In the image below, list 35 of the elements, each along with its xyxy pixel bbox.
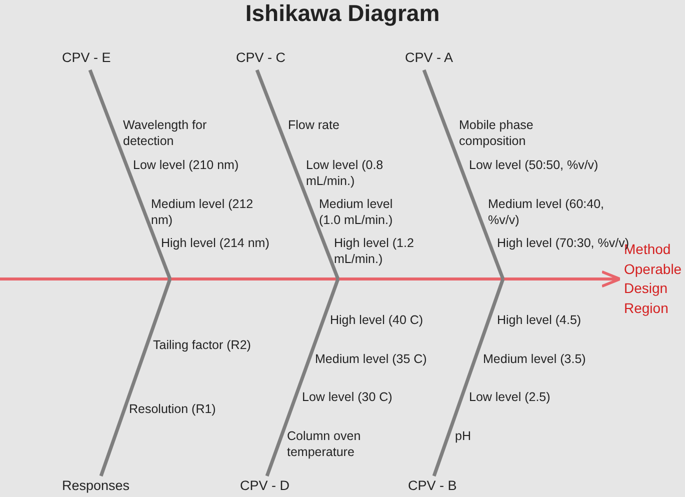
cause-label: Flow rate (288, 117, 340, 134)
bone-line (99, 278, 172, 477)
category-label: CPV - E (62, 50, 111, 65)
category-label: CPV - B (408, 478, 457, 493)
category-label: CPV - D (240, 478, 290, 493)
spine-arrow (0, 270, 622, 288)
cause-label: Low level (0.8 mL/min.) (306, 157, 384, 190)
title: Ishikawa Diagram (244, 0, 441, 27)
cause-label: Wavelength for detection (123, 117, 208, 150)
cause-label: Medium level (60:40, %v/v) (488, 196, 606, 228)
cause-label: Tailing factor (R2) (153, 337, 251, 354)
bone-line (88, 69, 172, 280)
cause-label: High level (40 C) (330, 312, 424, 328)
cause-label: Medium level (3.5) (483, 351, 586, 368)
cause-label: High level (4.5) (497, 312, 582, 328)
bone-line (432, 278, 505, 477)
cause-label: High level (214 nm) (161, 235, 270, 252)
cause-label: Low level (2.5) (469, 389, 550, 406)
cause-label: Low level (50:50, %v/v) (469, 157, 598, 174)
cause-label: Medium level (212 nm) (151, 196, 254, 228)
category-label: Responses (62, 478, 130, 493)
cause-label: Resolution (R1) (129, 401, 216, 418)
bone-line (265, 278, 340, 477)
cause-label: Medium level (1.0 mL/min.) (319, 196, 394, 228)
cause-label: Column oven temperature (287, 428, 362, 460)
cause-label: Mobile phase composition (459, 117, 534, 150)
bone-line (255, 69, 340, 280)
cause-label: Low level (30 C) (302, 389, 392, 406)
category-label: CPV - A (405, 50, 454, 65)
cause-label: Medium level (35 C) (315, 351, 427, 368)
cause-label: High level (1.2 mL/min.) (334, 235, 415, 268)
bone-line (422, 69, 505, 280)
category-label: CPV - C (236, 50, 286, 65)
cause-label: pH (455, 428, 471, 444)
cause-label: Low level (210 nm) (133, 157, 239, 174)
